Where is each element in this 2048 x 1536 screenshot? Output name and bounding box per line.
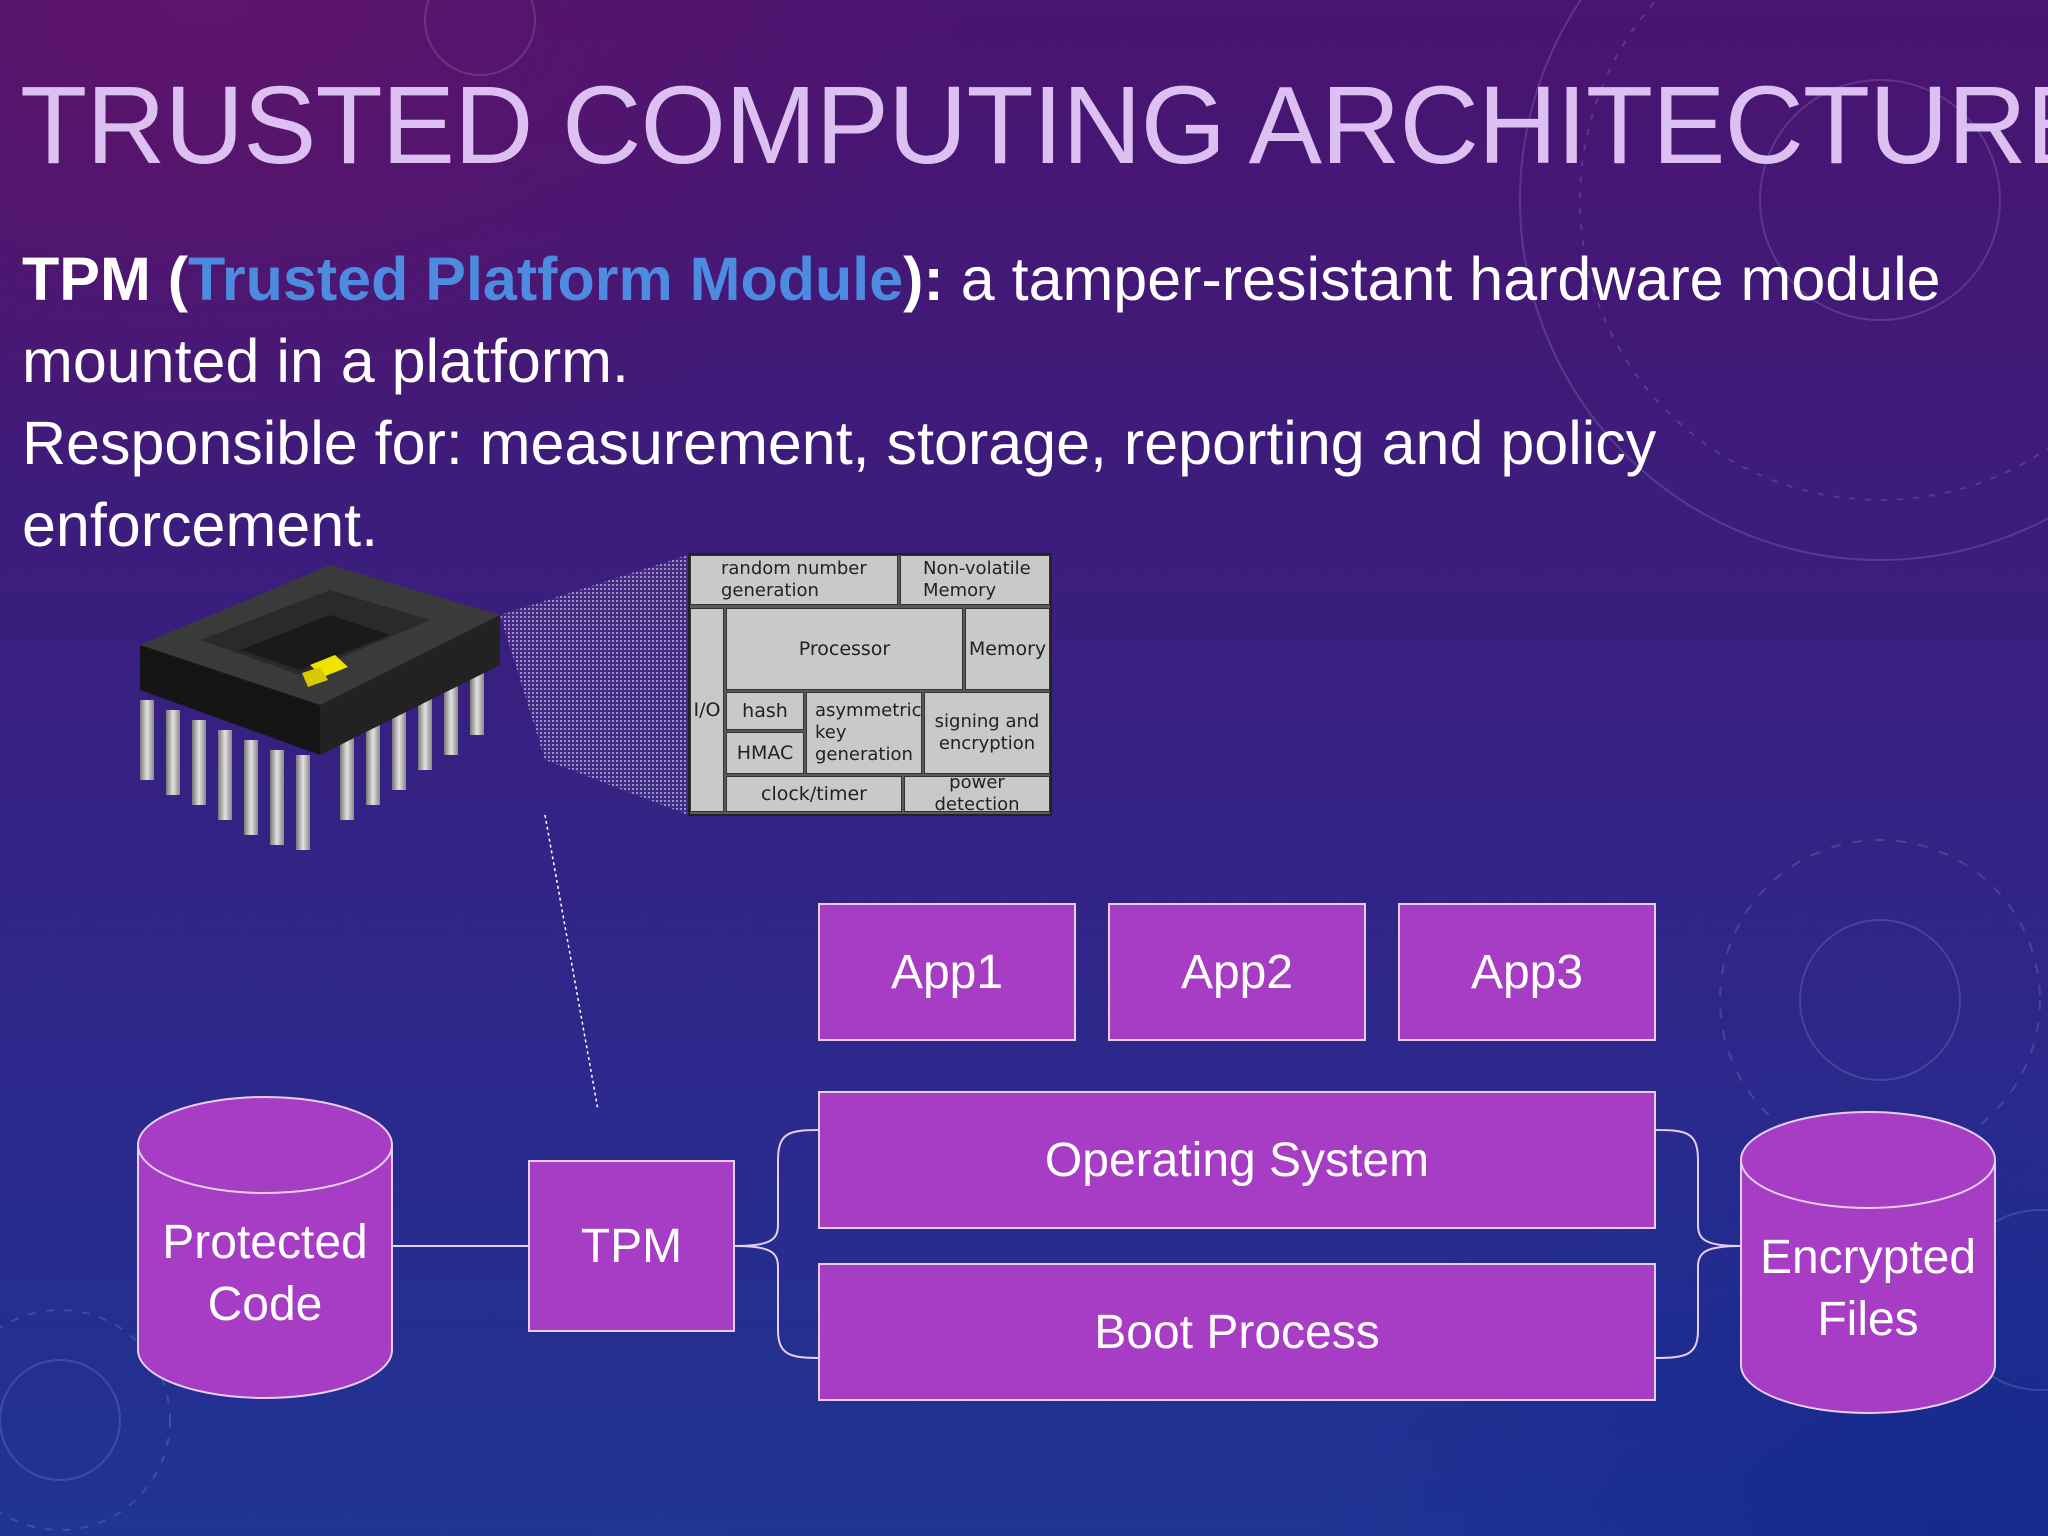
tpm-prefix: TPM ( (22, 245, 189, 313)
tpm-suffix: ): (903, 245, 944, 313)
protected-code-cylinder (137, 1096, 393, 1399)
slide-title: TRUSTED COMPUTING ARCHITECTURE (20, 64, 2048, 187)
app1-box: App1 (818, 903, 1076, 1041)
protected-code-label: Protected Code (162, 1216, 368, 1331)
block-nvm: Non-volatile Memory (900, 555, 1050, 605)
block-signing-encryption: signing and encryption (924, 692, 1050, 774)
block-io: I/O (690, 608, 724, 812)
tpm-box: TPM (528, 1160, 735, 1332)
app2-box: App2 (1108, 903, 1366, 1041)
boot-process-box: Boot Process (818, 1263, 1656, 1401)
block-memory: Memory (965, 608, 1050, 690)
encrypted-files-cylinder (1740, 1111, 1996, 1414)
block-rng: random number generation (690, 555, 898, 605)
block-clock-timer: clock/timer (726, 776, 902, 812)
tpm-expansion: Trusted Platform Module (188, 245, 904, 313)
tpm-responsibilities: Responsible for: measurement, storage, r… (22, 409, 1657, 559)
app3-box: App3 (1398, 903, 1656, 1041)
block-processor: Processor (726, 608, 963, 690)
tpm-chip-image (140, 565, 500, 850)
operating-system-box: Operating System (818, 1091, 1656, 1229)
tpm-block-diagram: random number generation Non-volatile Me… (688, 553, 1052, 816)
block-hash: hash (726, 692, 804, 730)
tpm-definition: a tamper-resistant hardware module mount… (22, 245, 1941, 395)
block-power-detection: power detection (904, 772, 1050, 815)
tpm-description: TPM (Trusted Platform Module): a tamper-… (22, 238, 1982, 566)
encrypted-files-label: Encrypted Files (1759, 1231, 1977, 1346)
block-asymmetric-key-generation: asymmetric key generation (806, 692, 922, 774)
block-hmac: HMAC (726, 732, 804, 774)
